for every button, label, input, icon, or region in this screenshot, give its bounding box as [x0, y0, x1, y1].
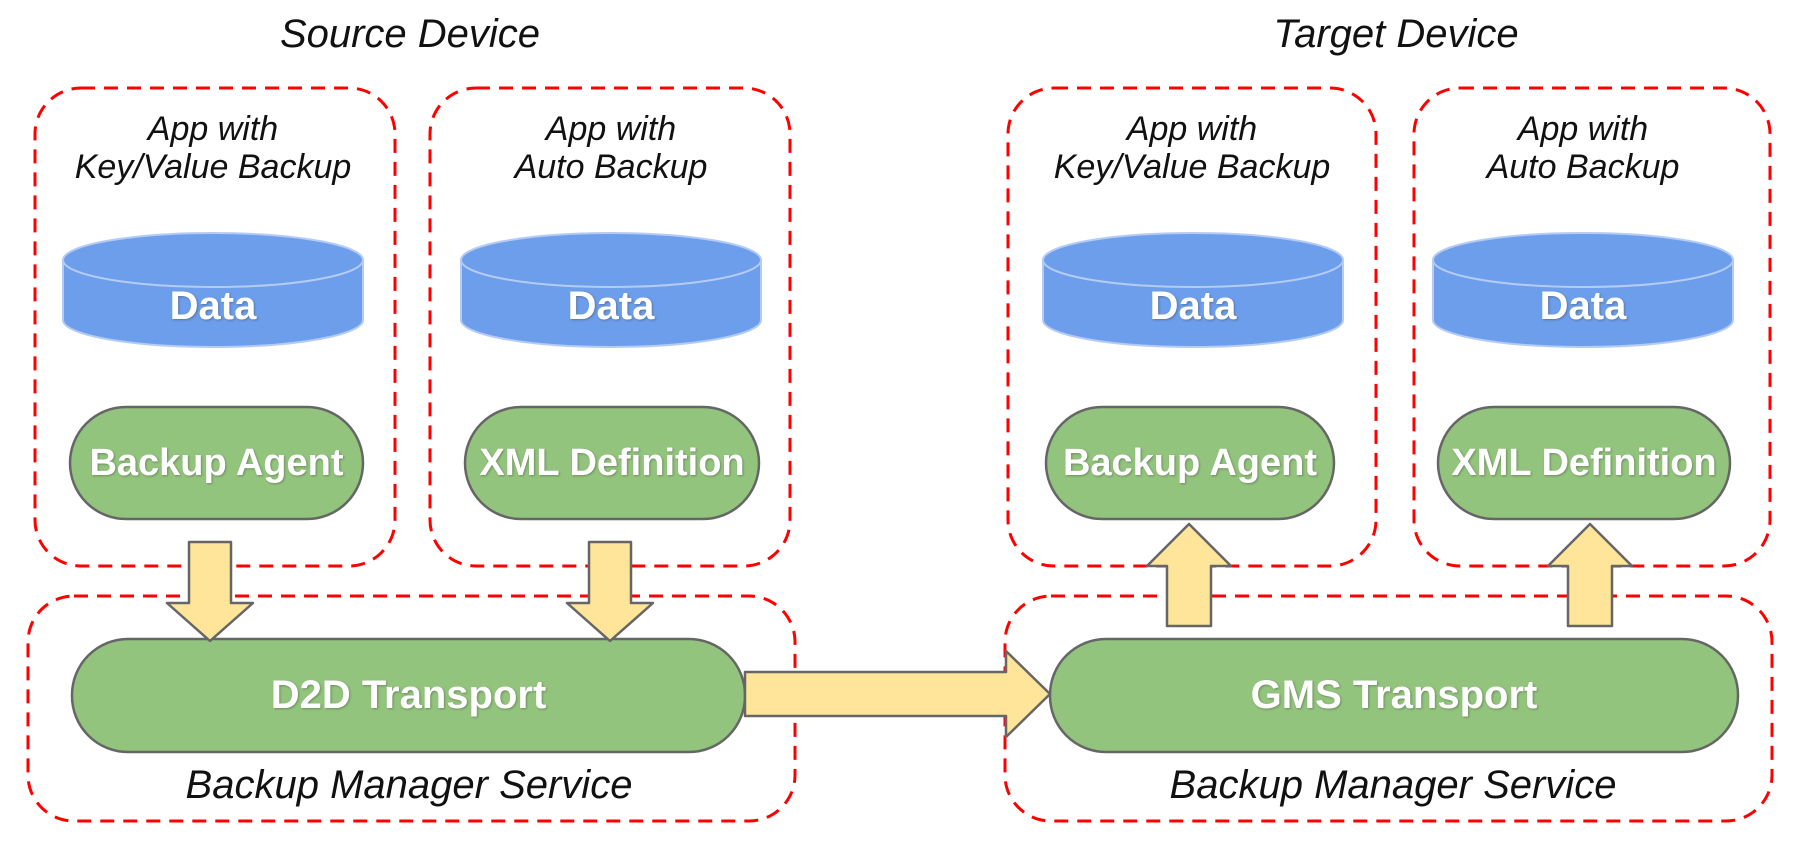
- app-label-line1: App with: [1517, 110, 1649, 148]
- target-backup-agent-up-arrow: [1145, 522, 1233, 628]
- app-label-line1: App with: [147, 110, 279, 148]
- target-keyvalue-data-cylinder: [1042, 232, 1344, 348]
- source-backup-manager-label: Backup Manager Service: [185, 762, 633, 807]
- target-auto-app-label: App with Auto Backup: [1408, 108, 1758, 188]
- source-xml-definition-pill: [463, 405, 761, 521]
- source-auto-data-cylinder: [460, 232, 762, 348]
- source-backup-agent-label: Backup Agent: [89, 441, 344, 484]
- source-backup-agent-down-arrow: [165, 540, 255, 643]
- app-label-line1: App with: [545, 110, 677, 148]
- app-label-line2: Auto Backup: [1486, 148, 1680, 186]
- target-xml-definition-label: XML Definition: [1451, 441, 1717, 484]
- app-label-line2: Key/Value Backup: [74, 148, 352, 186]
- source-keyvalue-data-cylinder: [62, 232, 364, 348]
- source-auto-app-label: App with Auto Backup: [436, 108, 786, 188]
- target-backup-agent-pill: [1044, 405, 1336, 521]
- target-auto-data-label: Data: [1539, 283, 1627, 328]
- d2d-to-gms-right-arrow: [743, 649, 1052, 739]
- source-auto-data-label: Data: [567, 283, 655, 328]
- source-backup-agent-pill: [68, 405, 365, 521]
- gms-transport-label: GMS Transport: [1250, 673, 1538, 717]
- app-label-line2: Key/Value Backup: [1053, 148, 1331, 186]
- target-xml-definition-up-arrow: [1546, 522, 1634, 628]
- target-backup-agent-label: Backup Agent: [1062, 441, 1318, 484]
- app-label-line2: Auto Backup: [514, 148, 708, 186]
- d2d-transport-label: D2D Transport: [270, 673, 547, 717]
- source-device-title: Source Device: [279, 11, 541, 56]
- app-label-line1: App with: [1126, 110, 1258, 148]
- target-keyvalue-app-label: App with Key/Value Backup: [1017, 108, 1367, 188]
- source-xml-definition-down-arrow: [565, 540, 655, 643]
- source-xml-definition-label: XML Definition: [479, 441, 745, 484]
- target-auto-data-cylinder: [1432, 232, 1734, 348]
- source-keyvalue-app-label: App with Key/Value Backup: [38, 108, 388, 188]
- target-xml-definition-pill: [1436, 405, 1732, 521]
- target-device-title: Target Device: [1273, 11, 1519, 56]
- source-keyvalue-data-label: Data: [169, 283, 257, 328]
- target-backup-manager-box: [1003, 594, 1774, 823]
- target-keyvalue-data-label: Data: [1149, 283, 1237, 328]
- target-backup-manager-label: Backup Manager Service: [1169, 762, 1617, 807]
